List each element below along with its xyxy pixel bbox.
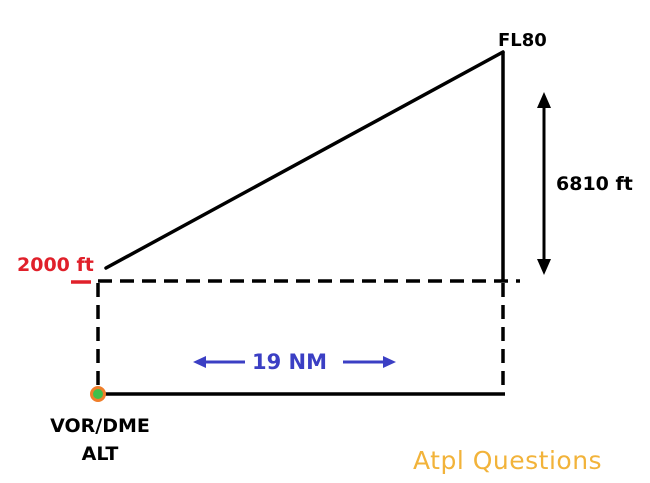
station-label-line1: VOR/DME (50, 415, 150, 437)
height-difference-label: 6810 ft (556, 173, 633, 195)
fl80-label: FL80 (498, 30, 547, 51)
distance-right-arrow (343, 356, 396, 368)
station-label: VOR/DME ALT (30, 412, 170, 468)
distance-label: 19 NM (252, 350, 328, 374)
flight-path-line (104, 50, 505, 270)
station-dot (90, 386, 106, 402)
start-altitude-label: 2000 ft (17, 254, 94, 276)
height-double-arrow (537, 92, 551, 275)
brand-logo: Atpl Questions (413, 446, 603, 475)
station-label-line2: ALT (81, 443, 119, 465)
distance-left-arrow (193, 356, 245, 368)
